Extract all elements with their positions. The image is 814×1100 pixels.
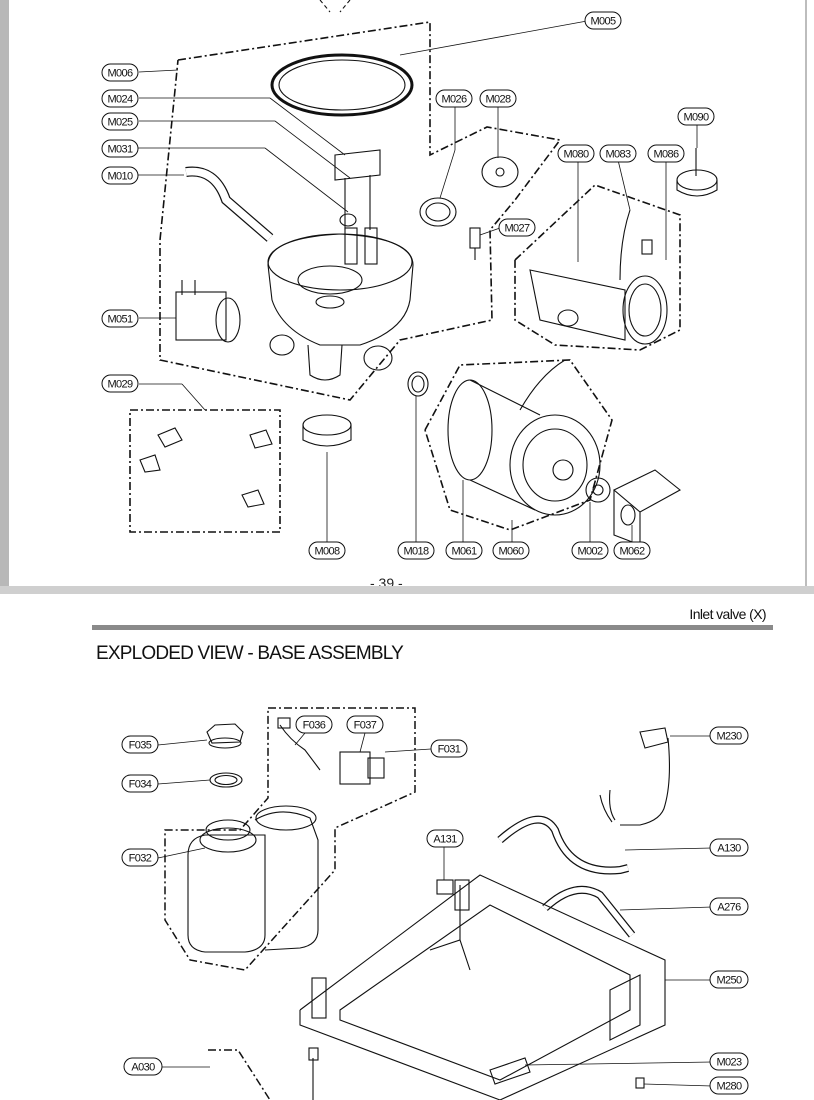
svg-text:M031: M031 [107, 144, 133, 156]
svg-text:M062: M062 [619, 546, 645, 558]
svg-text:M002: M002 [577, 546, 603, 558]
header-rule [92, 625, 773, 630]
svg-text:F031: F031 [438, 744, 461, 756]
callout-F032: F032 [121, 848, 159, 867]
svg-text:A030: A030 [131, 1062, 155, 1074]
callout-M005: M005 [584, 11, 622, 30]
svg-text:M060: M060 [498, 546, 524, 558]
svg-text:A130: A130 [717, 843, 741, 855]
svg-text:M025: M025 [107, 117, 133, 129]
callout-A030: A030 [123, 1057, 163, 1076]
callout-F037: F037 [346, 715, 384, 734]
svg-text:M230: M230 [716, 731, 742, 743]
svg-text:M090: M090 [683, 112, 709, 124]
bottom-page [0, 594, 814, 1100]
svg-text:M061: M061 [451, 546, 477, 558]
callout-M023: M023 [709, 1052, 749, 1071]
svg-text:M250: M250 [716, 975, 742, 987]
callout-M090: M090 [677, 107, 715, 126]
callout-A276: A276 [709, 897, 749, 916]
svg-text:F034: F034 [129, 779, 152, 791]
callout-M062: M062 [613, 541, 651, 560]
svg-text:M023: M023 [716, 1057, 742, 1069]
svg-text:F035: F035 [129, 740, 152, 752]
svg-text:M010: M010 [107, 171, 133, 183]
callout-M051: M051 [101, 309, 139, 328]
svg-text:M005: M005 [590, 16, 616, 28]
svg-text:M086: M086 [653, 149, 679, 161]
svg-text:M280: M280 [716, 1081, 742, 1093]
callout-M061: M061 [445, 541, 483, 560]
svg-text:F037: F037 [354, 720, 377, 732]
callout-M029: M029 [101, 374, 139, 393]
page-edge-rule [805, 0, 807, 590]
svg-text:M027: M027 [504, 223, 530, 235]
callout-A130: A130 [709, 838, 749, 857]
header-note: Inlet valve (X) [689, 606, 766, 622]
callout-M060: M060 [492, 541, 530, 560]
page-break [0, 586, 814, 594]
callout-M025: M025 [101, 112, 139, 131]
svg-text:M026: M026 [441, 94, 467, 106]
callout-M002: M002 [571, 541, 609, 560]
callout-M010: M010 [101, 166, 139, 185]
svg-text:M024: M024 [107, 94, 133, 106]
callout-M230: M230 [709, 726, 749, 745]
svg-text:M008: M008 [314, 546, 340, 558]
callout-M028: M028 [479, 89, 517, 108]
svg-text:M018: M018 [403, 546, 429, 558]
top-page: M005 M006 M024 M025 M031 M010 M026 M028 … [0, 0, 807, 590]
svg-text:M028: M028 [485, 94, 511, 106]
callout-M008: M008 [308, 541, 346, 560]
svg-text:F032: F032 [129, 853, 152, 865]
sump-assembly-diagram: M005 M006 M024 M025 M031 M010 M026 M028 … [101, 0, 718, 560]
callout-M006: M006 [101, 63, 139, 82]
base-assembly-diagram: F035 F036 F037 F031 F034 F032 M230 A131 … [121, 707, 749, 1100]
svg-text:M083: M083 [605, 149, 631, 161]
svg-text:M051: M051 [107, 314, 133, 326]
section-title: EXPLODED VIEW - BASE ASSEMBLY [96, 643, 404, 664]
callout-M024: M024 [101, 89, 139, 108]
callout-F036: F036 [295, 715, 333, 734]
svg-text:M080: M080 [563, 149, 589, 161]
callout-M027: M027 [498, 218, 536, 237]
callout-M250: M250 [709, 970, 749, 989]
callout-M031: M031 [101, 139, 139, 158]
callout-M080: M080 [557, 144, 595, 163]
callout-F031: F031 [430, 739, 468, 758]
callout-F034: F034 [121, 774, 159, 793]
svg-text:M029: M029 [107, 379, 133, 391]
svg-text:F036: F036 [303, 720, 326, 732]
svg-text:A276: A276 [717, 902, 741, 914]
callout-M026: M026 [435, 89, 473, 108]
svg-text:M006: M006 [107, 68, 133, 80]
callout-M280: M280 [709, 1076, 749, 1095]
callout-M018: M018 [397, 541, 435, 560]
svg-text:A131: A131 [433, 834, 457, 846]
callout-A131: A131 [426, 829, 464, 848]
callout-M083: M083 [599, 144, 637, 163]
callout-M086: M086 [647, 144, 685, 163]
page-margin-bar [0, 0, 9, 590]
callout-F035: F035 [121, 735, 159, 754]
